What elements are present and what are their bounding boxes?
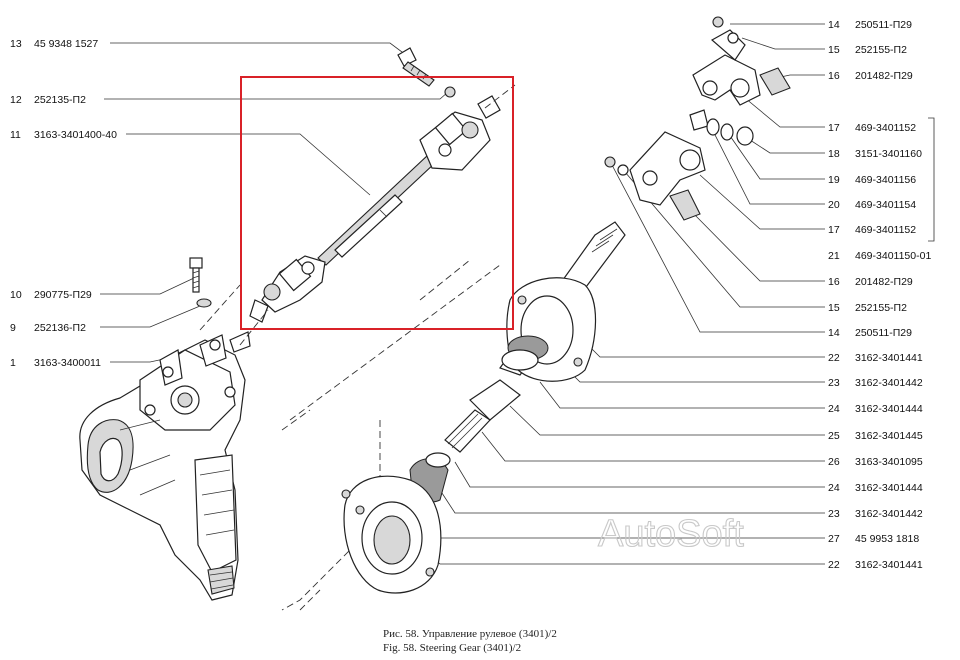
right-callouts: 14 250511-П29 15 252155-П2 16 201482-П29… (354, 19, 935, 571)
bearing-upper (501, 335, 549, 371)
callout-number: 9 (10, 322, 16, 334)
part-number: 252155-П2 (855, 302, 907, 314)
part-number: 3162-3401445 (855, 430, 923, 442)
part-number: 3163-3401400-40 (34, 129, 117, 141)
group-bracket (928, 117, 935, 242)
part-number: 3162-3401441 (855, 559, 923, 571)
part-number: 469-3401154 (855, 199, 916, 211)
part-number: 3162-3401441 (855, 352, 923, 364)
callout-14-mid: 14 250511-П29 (611, 164, 912, 339)
flange-lower (341, 475, 442, 594)
callout-number: 15 (828, 44, 840, 56)
callout-9: 9 252136-П2 (10, 305, 201, 334)
callout-number: 20 (828, 199, 840, 211)
callout-16-top: 16 201482-П29 (775, 70, 913, 82)
callout-number: 25 (828, 430, 840, 442)
bolt-10 (189, 257, 203, 293)
bolt-13 (397, 47, 435, 87)
callout-number: 14 (828, 19, 840, 31)
caption-ru: Рис. 58. Управление рулевое (3401)/2 (383, 628, 557, 640)
callout-number: 19 (828, 174, 840, 186)
callout-number: 26 (828, 456, 840, 468)
callout-11: 11 3163-3401400-40 (10, 129, 371, 196)
part-number: 201482-П29 (855, 70, 913, 82)
callout-20: 20 469-3401154 (709, 124, 916, 211)
callout-number: 23 (828, 377, 840, 389)
callout-1: 1 3163-3400011 (10, 355, 179, 369)
callout-15-top: 15 252155-П2 (741, 37, 907, 56)
callout-number: 23 (828, 508, 840, 520)
left-callouts: 13 45 9348 1527 12 252135-П2 11 3163-340… (10, 38, 449, 369)
callout-number: 21 (828, 250, 840, 262)
part-number: 45 9348 1527 (34, 38, 98, 50)
callout-number: 10 (10, 289, 22, 301)
part-number: 250511-П29 (855, 19, 912, 31)
callout-number: 22 (828, 559, 840, 571)
callout-number: 12 (10, 94, 22, 106)
callout-17-mid: 17 469-3401152 (699, 174, 916, 236)
callout-number: 1 (10, 357, 16, 369)
bushing-group (689, 109, 754, 146)
callout-23-low: 23 3162-3401442 (439, 489, 923, 520)
callout-25: 25 3162-3401445 (509, 405, 923, 442)
callout-number: 16 (828, 70, 840, 82)
callout-number: 11 (10, 129, 21, 141)
part-number: 252155-П2 (855, 44, 907, 56)
callout-10: 10 290775-П29 (10, 277, 195, 301)
washer-9 (196, 298, 212, 308)
callout-14-top: 14 250511-П29 (730, 19, 912, 31)
nut-12 (444, 86, 456, 98)
pitman-arm-upper (692, 16, 791, 106)
callout-number: 14 (828, 327, 840, 339)
callout-23-mid: 23 3162-3401442 (559, 361, 923, 389)
part-number: 290775-П29 (34, 289, 92, 301)
callout-22-mid: 22 3162-3401441 (587, 344, 923, 364)
caption-en: Fig. 58. Steering Gear (3401)/2 (383, 642, 521, 654)
callout-number: 17 (828, 122, 840, 134)
part-number: 469-3401156 (855, 174, 916, 186)
callout-number: 13 (10, 38, 22, 50)
callout-number: 16 (828, 276, 840, 288)
callout-number: 24 (828, 403, 840, 415)
pitman-arm-lower (604, 131, 706, 221)
part-number: 469-3401150-01 (855, 250, 931, 262)
callout-number: 24 (828, 482, 840, 494)
callout-18: 18 3151-3401160 (746, 137, 922, 160)
callout-19: 19 469-3401156 (727, 132, 916, 186)
callout-24-mid: 24 3162-3401444 (539, 381, 923, 415)
callout-number: 15 (828, 302, 840, 314)
part-number: 3162-3401444 (855, 403, 923, 415)
intermediate-shaft (249, 95, 501, 323)
callout-number: 22 (828, 352, 840, 364)
part-number: 252136-П2 (34, 322, 86, 334)
callout-16-mid: 16 201482-П29 (689, 209, 913, 288)
callout-24-low: 24 3162-3401444 (454, 461, 923, 494)
part-number: 3163-3401095 (855, 456, 923, 468)
part-number: 252135-П2 (34, 94, 86, 106)
part-number: 3162-3401444 (855, 482, 923, 494)
part-number: 45 9953 1818 (855, 533, 919, 545)
part-number: 3162-3401442 (855, 377, 923, 389)
part-number: 469-3401152 (855, 224, 916, 236)
callout-13: 13 45 9348 1527 (10, 38, 411, 59)
callout-15-mid: 15 252155-П2 (624, 171, 907, 314)
part-number: 3151-3401160 (855, 148, 922, 160)
callout-number: 18 (828, 148, 840, 160)
watermark: AutoSoft (598, 513, 744, 555)
part-number: 201482-П29 (855, 276, 913, 288)
part-number: 250511-П29 (855, 327, 912, 339)
callout-26: 26 3163-3401095 (481, 431, 923, 468)
callout-number: 27 (828, 533, 840, 545)
part-number: 3163-3400011 (34, 357, 101, 369)
part-number: 469-3401152 (855, 122, 916, 134)
callout-17-top: 17 469-3401152 (744, 97, 916, 134)
part-number: 3162-3401442 (855, 508, 923, 520)
callout-21: 21 469-3401150-01 (828, 250, 931, 262)
callout-12: 12 252135-П2 (10, 91, 449, 106)
callout-number: 17 (828, 224, 840, 236)
highlight-frame (240, 76, 514, 330)
steering-gear-box (79, 331, 251, 601)
